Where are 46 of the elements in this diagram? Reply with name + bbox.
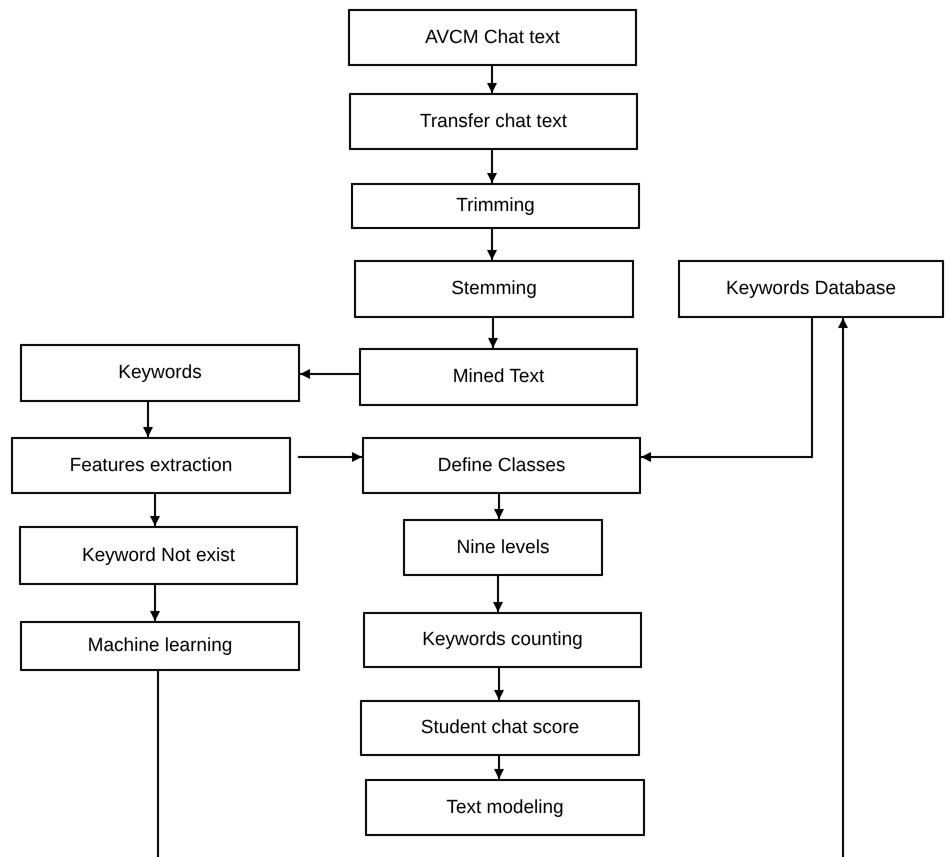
process-box — [363, 612, 642, 668]
box-label: Keywords Database — [726, 278, 896, 300]
arrow — [300, 369, 359, 379]
arrow — [494, 756, 504, 779]
box-label: Text modeling — [446, 796, 564, 818]
process-box — [349, 93, 638, 150]
process-box — [20, 621, 300, 671]
box-label: Mined Text — [452, 366, 544, 388]
box-label: Nine levels — [456, 536, 550, 558]
arrow — [487, 150, 497, 183]
box-label: Features extraction — [70, 454, 232, 476]
box-label: Machine learning — [88, 635, 232, 657]
process-box — [354, 260, 634, 318]
box-label: Trimming — [456, 195, 535, 217]
process-box — [351, 183, 640, 229]
arrow — [488, 318, 498, 348]
box-label: Transfer chat text — [420, 110, 568, 132]
arrow — [487, 229, 497, 260]
process-box — [359, 348, 638, 406]
process-box — [362, 437, 641, 494]
box-label: Keywords — [118, 362, 202, 384]
process-box — [348, 9, 637, 66]
arrow — [150, 494, 160, 526]
process-box — [19, 526, 298, 585]
arrow — [298, 452, 362, 462]
process-box — [403, 519, 603, 576]
arrow — [494, 494, 504, 519]
box-label: Define Classes — [438, 454, 566, 476]
box-label: Keywords counting — [422, 629, 583, 651]
process-box — [20, 344, 300, 402]
process-box — [11, 437, 291, 494]
arrow — [493, 576, 503, 612]
connector-line — [157, 671, 159, 857]
box-label: Stemming — [451, 278, 537, 300]
box-label: Student chat score — [420, 717, 580, 739]
process-box — [365, 779, 645, 836]
process-box — [360, 700, 640, 756]
arrow — [641, 318, 813, 462]
process-box — [678, 260, 944, 318]
arrow — [143, 402, 153, 437]
arrow — [494, 668, 504, 700]
arrow — [150, 585, 160, 621]
box-label: AVCM Chat text — [425, 26, 560, 48]
arrow — [838, 318, 848, 857]
box-label: Keyword Not exist — [82, 544, 236, 566]
arrow — [487, 66, 497, 93]
